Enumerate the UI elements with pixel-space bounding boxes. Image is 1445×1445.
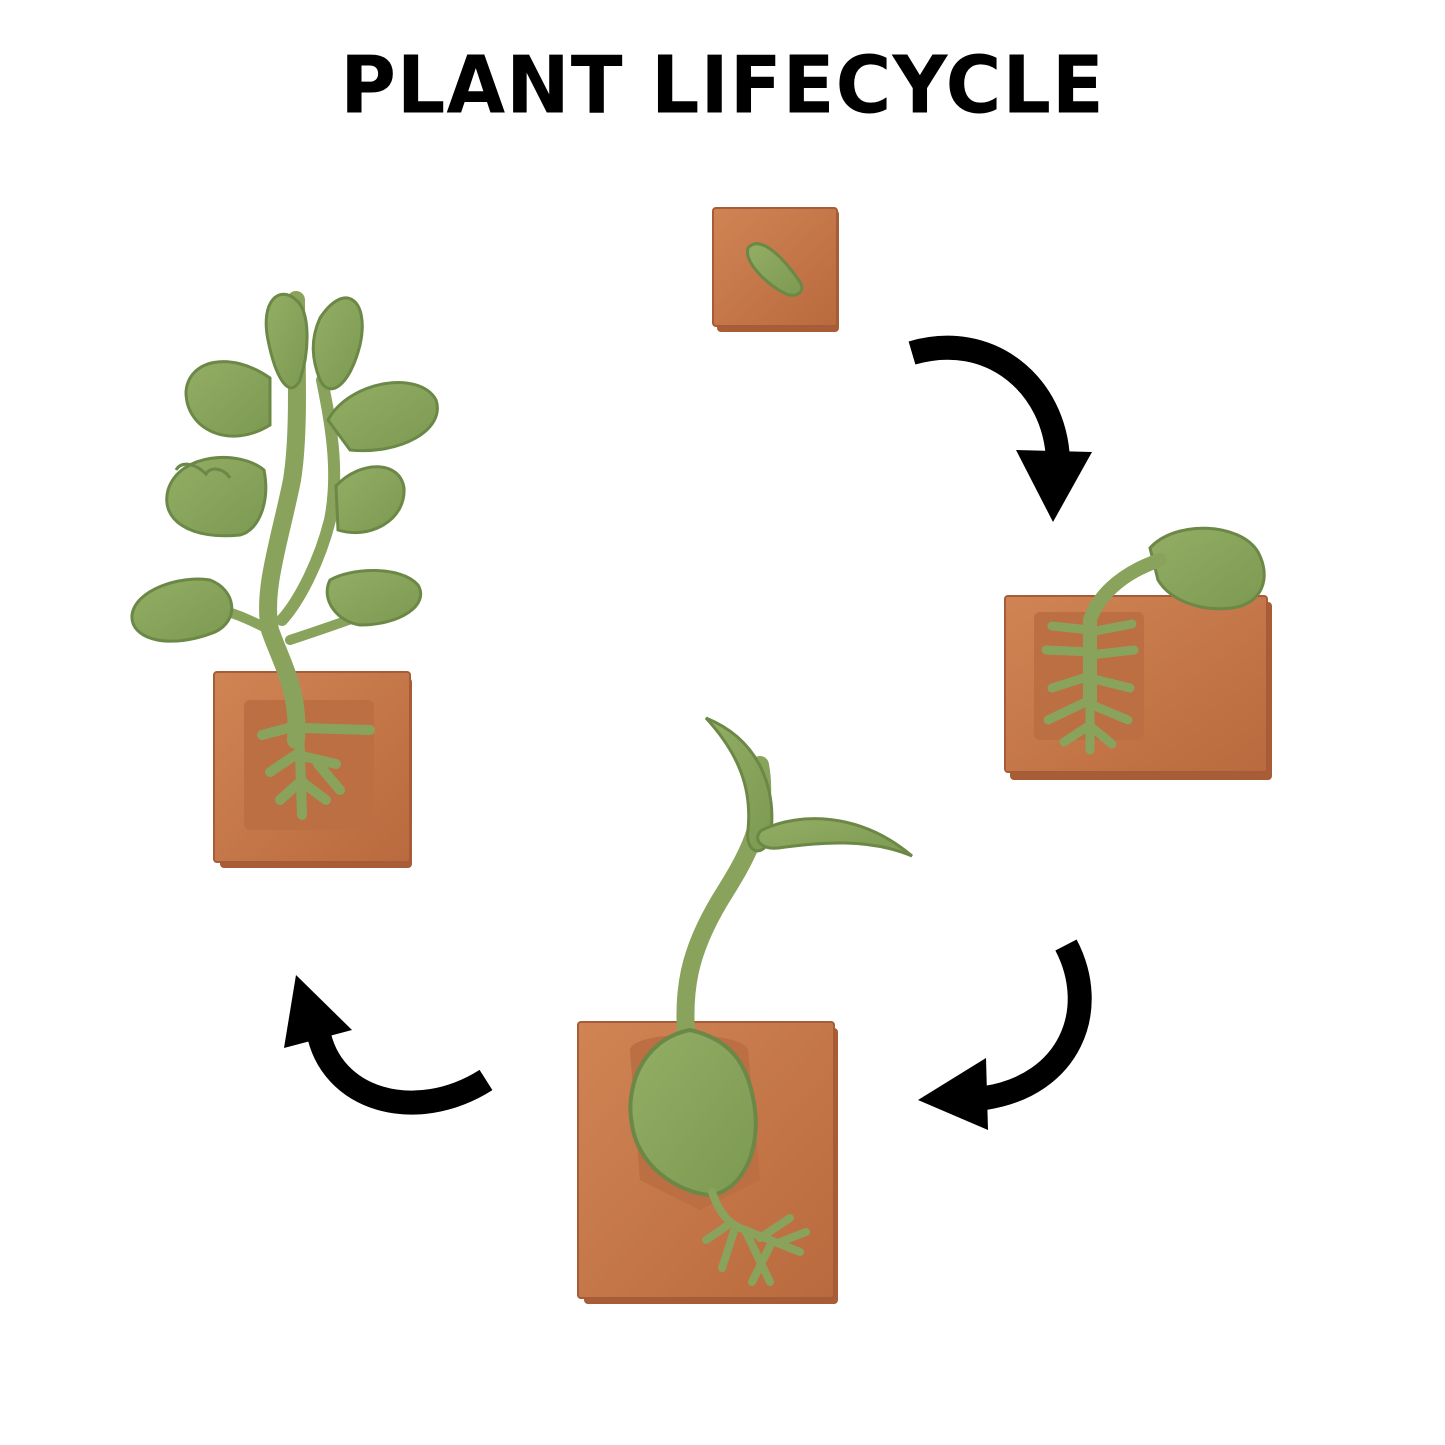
cotyledon-leaf-icon xyxy=(704,716,774,853)
seedling-tile xyxy=(577,716,913,1304)
roots-icon xyxy=(257,695,375,820)
germination-tile xyxy=(1004,526,1272,780)
soil-pocket xyxy=(244,700,374,830)
roots-icon xyxy=(1041,615,1139,755)
curved-arrow-up-left-icon xyxy=(284,975,493,1115)
cotyledon-leaf-icon xyxy=(756,817,913,858)
seed-head-icon xyxy=(1148,526,1266,611)
leaves-icon xyxy=(130,292,439,643)
seed-tile xyxy=(712,207,839,332)
mature-plant-tile xyxy=(130,291,439,868)
curved-arrow-down-left-icon xyxy=(918,939,1092,1130)
seed-icon xyxy=(746,242,804,297)
roots-icon xyxy=(702,1188,810,1286)
curved-arrow-down-right-icon xyxy=(908,335,1092,522)
page-title: PLANT LIFECYCLE xyxy=(340,37,1105,132)
